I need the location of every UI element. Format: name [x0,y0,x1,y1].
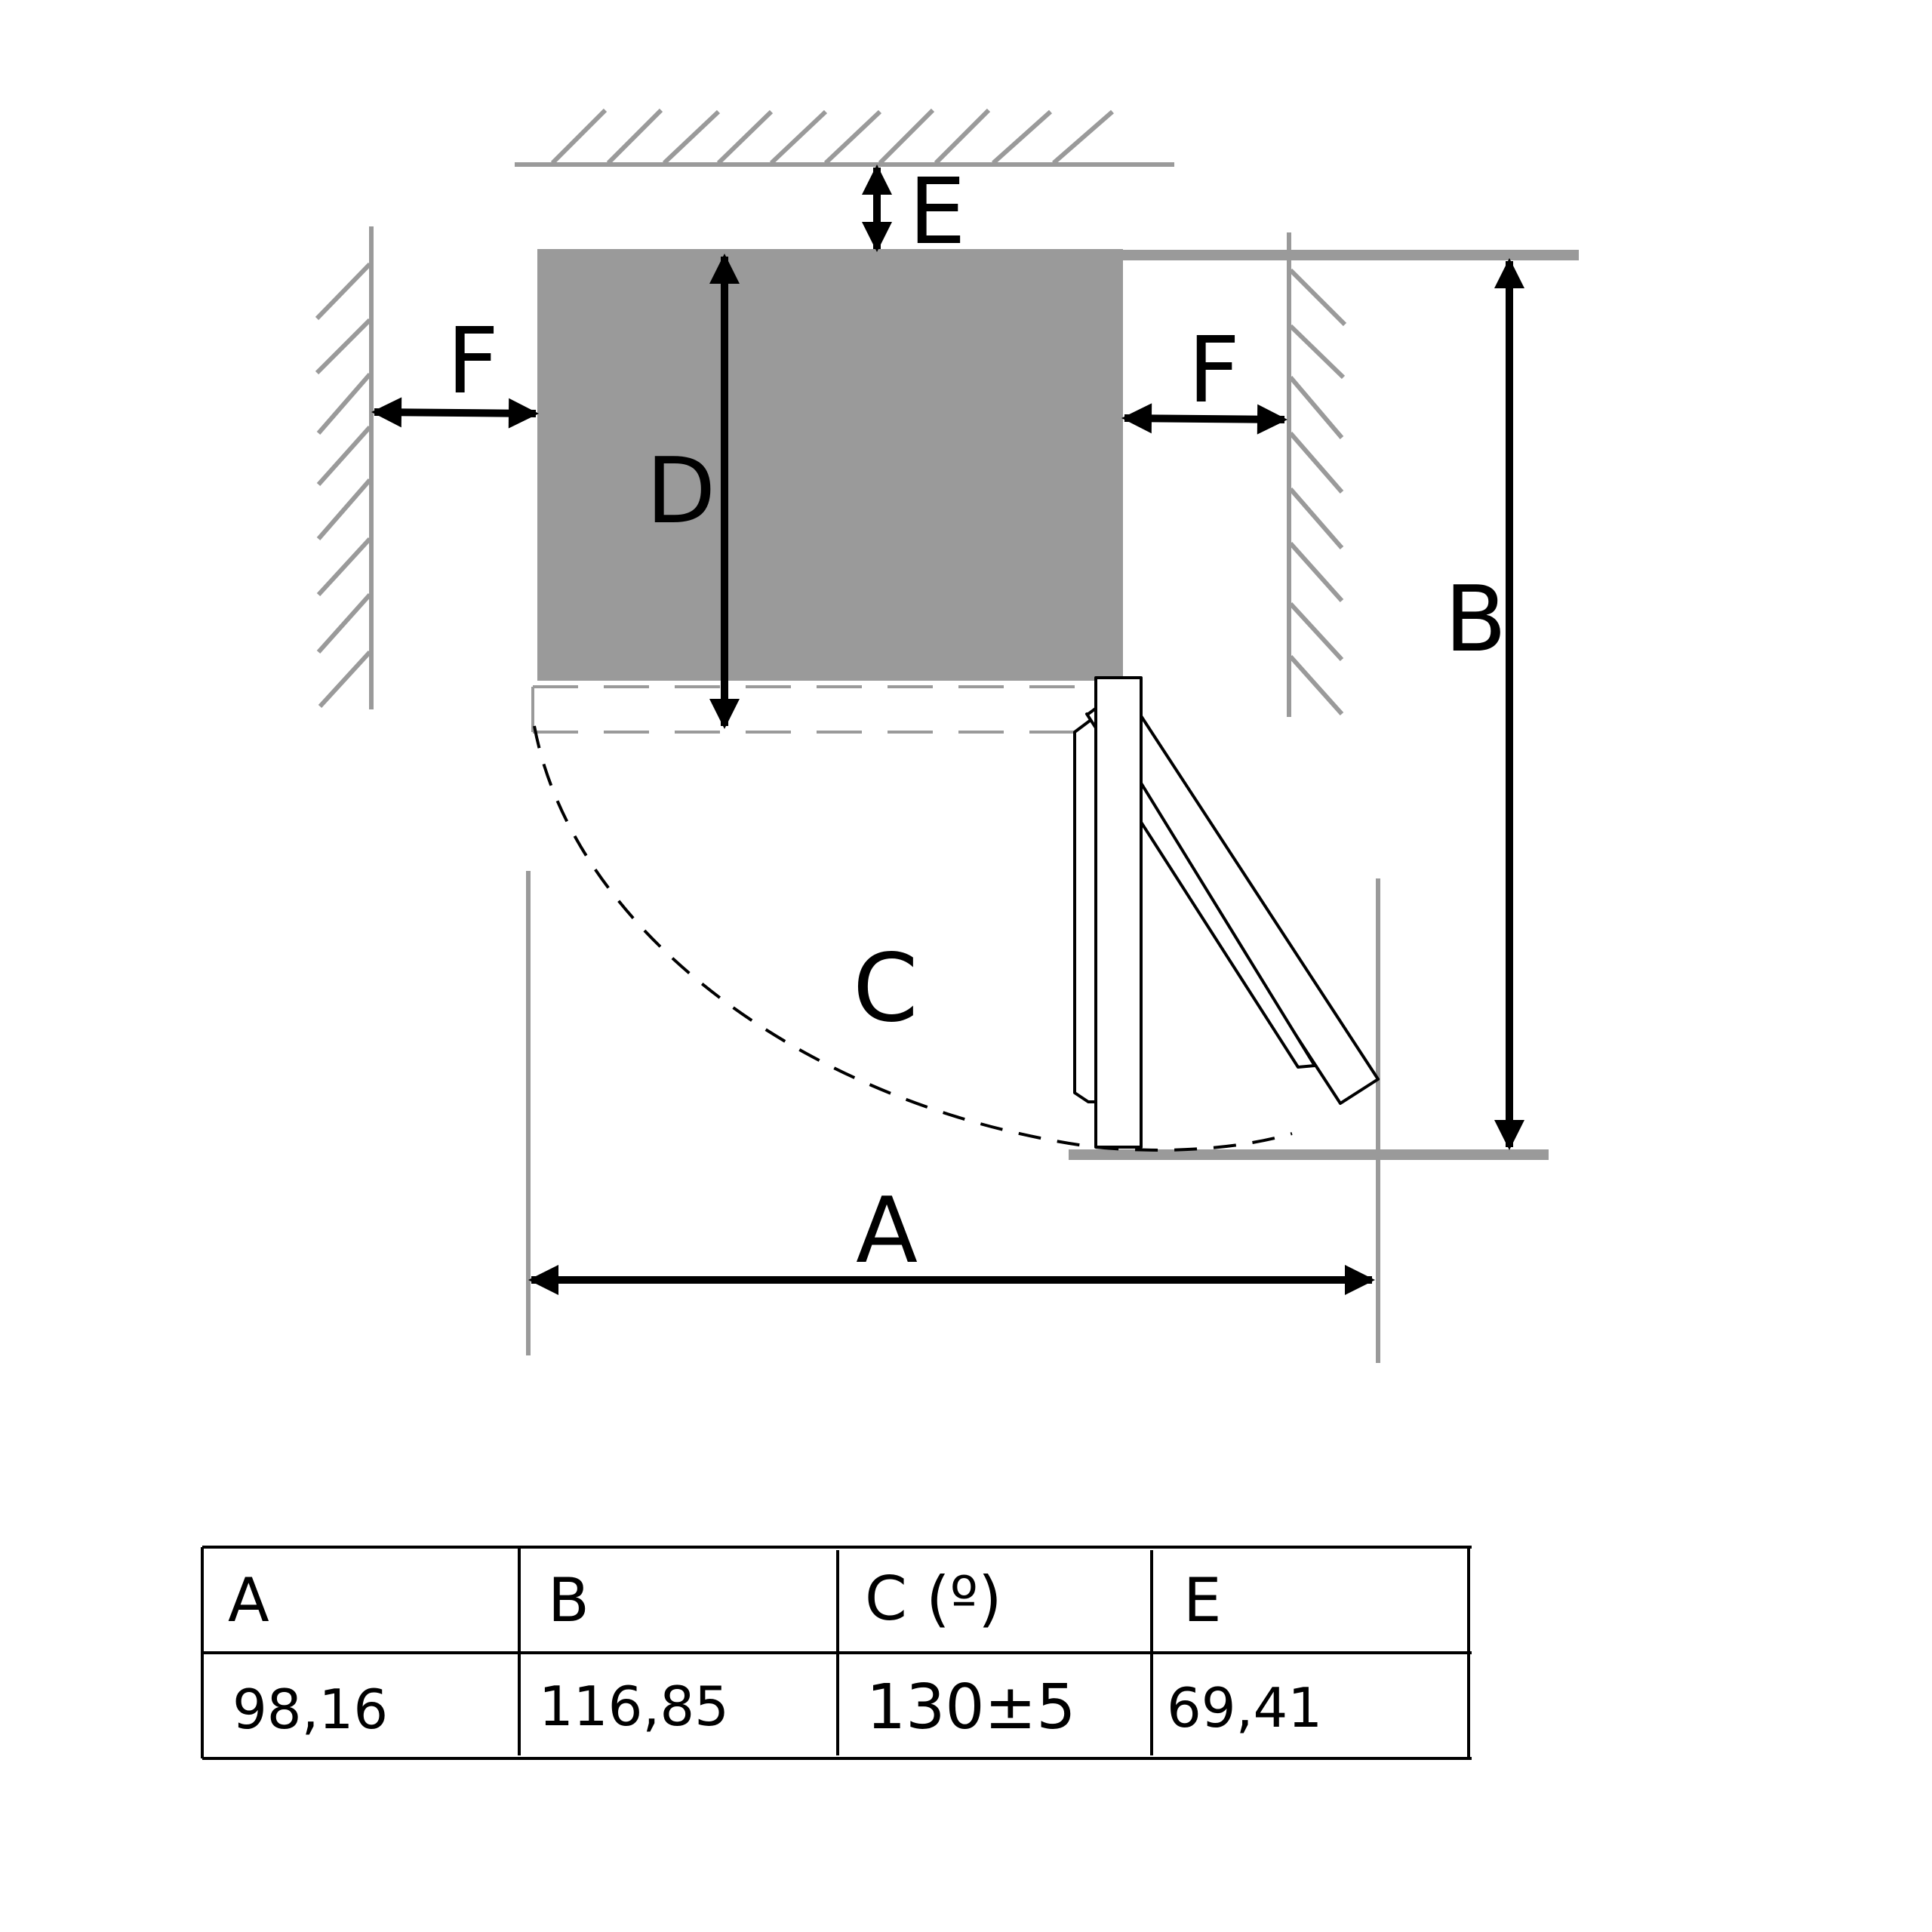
door-swing-arc [533,725,1293,1152]
table-header-b: B [548,1565,589,1635]
label-b: B [1444,568,1506,672]
top-wall [515,108,1174,167]
appliance-body [537,249,1123,681]
table-header-e: E [1183,1565,1222,1635]
table-value-c: 130±5 [866,1672,1075,1743]
dimension-table [201,1546,1472,1760]
left-wall [315,226,374,709]
label-e: E [909,160,966,265]
label-f-right: F [1188,318,1240,423]
label-d: D [646,439,715,544]
table-value-a: 98,16 [232,1678,388,1741]
table-header-c: C (º) [865,1564,1001,1634]
b-reference-lines [1069,250,1579,1160]
table-header-a: A [228,1565,269,1635]
dimension-arrows [371,165,1524,1295]
arrow-f-right [1121,403,1287,435]
table-value-b: 116,85 [539,1675,729,1738]
label-c: C [853,934,918,1043]
label-f-left: F [447,309,499,414]
right-wall [1287,232,1347,717]
closed-door-outline [531,685,1132,734]
open-door [1073,676,1380,1149]
table-value-e: 69,41 [1167,1676,1322,1740]
label-a: A [856,1179,918,1284]
arrow-f-left [371,397,539,429]
